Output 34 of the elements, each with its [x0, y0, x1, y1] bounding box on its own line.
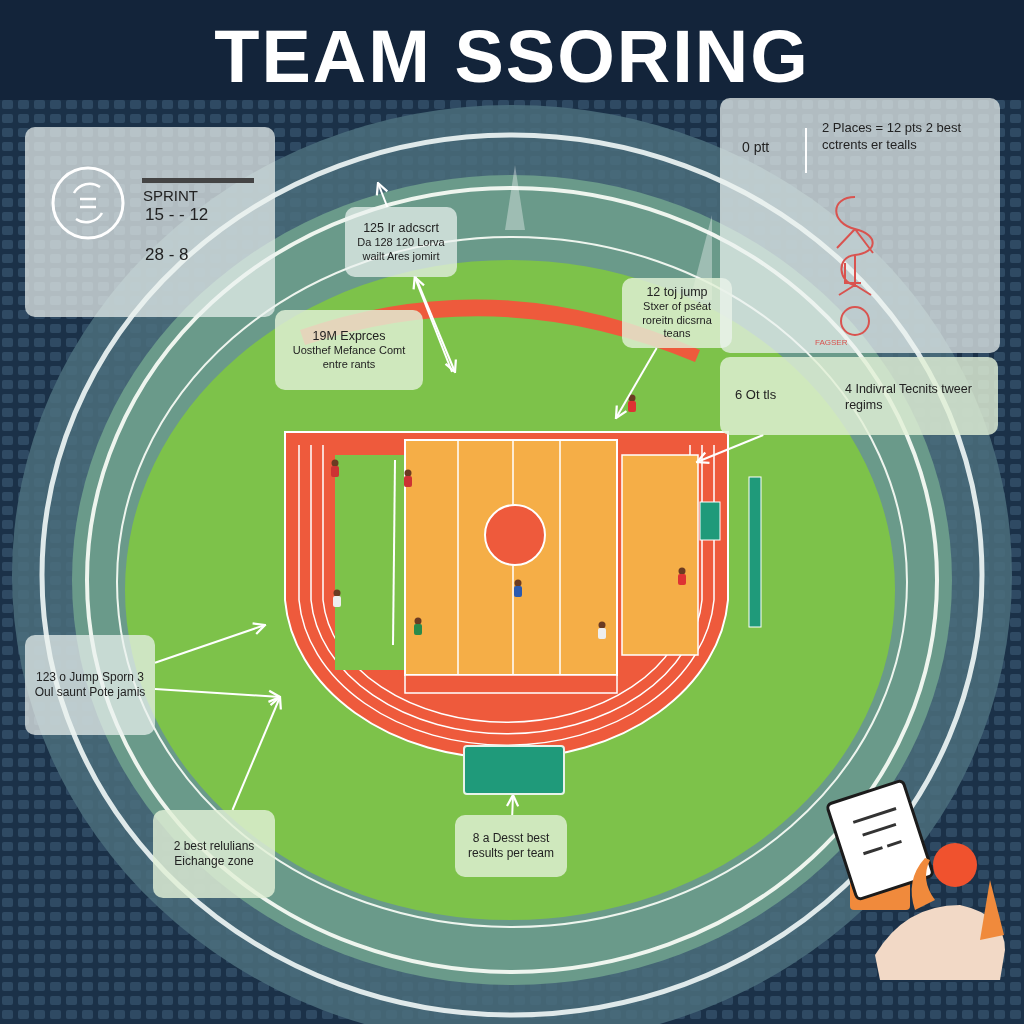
- event-name: SPRINT: [143, 187, 198, 204]
- callout-text: 2 best relulians Eichange zone: [172, 839, 256, 869]
- score-text: 28 - 8: [145, 245, 189, 265]
- score-text: 15 - - 12: [145, 205, 209, 225]
- callout-box: [455, 815, 567, 877]
- callout-box: [153, 810, 275, 898]
- callout-box: [720, 357, 998, 435]
- callout-box: [25, 635, 155, 735]
- arrow: [154, 622, 267, 664]
- scoreboard-panel: [25, 127, 275, 317]
- arrow: [375, 181, 389, 208]
- callout-text: 123 o Jump Sporn 3 Oul saunt Pote jamis: [33, 670, 147, 700]
- callout-text: Da 128 120 Lorva wailt Ares jomirt: [356, 235, 446, 264]
- callout-text: Stxer of pséat roreitn dicsrna teans: [641, 299, 713, 342]
- arrow: [695, 434, 765, 465]
- callout-text: 8 a Desst best results per team: [466, 831, 555, 861]
- callout-heading: 12 toj jump: [646, 284, 708, 300]
- callout-box: [720, 98, 1000, 353]
- points-text: 6 Ot tls: [735, 387, 778, 404]
- callout-box: [275, 310, 423, 390]
- title: TEAM SSORING: [213, 14, 811, 99]
- marker-box: [463, 745, 565, 795]
- figure-caption: FAGSER: [815, 338, 849, 349]
- callout-heading: 19M Exprces: [312, 328, 386, 344]
- arrow: [614, 347, 658, 420]
- rule-text: 2 Places = 12 pts 2 best cctrents er tealls: [822, 120, 963, 154]
- arrow: [231, 695, 282, 811]
- callout-box: [345, 207, 457, 277]
- points-text: 0 ptt: [742, 138, 771, 157]
- rule-text: 4 Indivral Tecnits tweer regims: [845, 381, 973, 414]
- arrow: [505, 793, 520, 816]
- callout-heading: 125 Ir adcscrt: [363, 220, 439, 236]
- callout-text: Uosthef Mefance Comt entre rants: [291, 343, 407, 372]
- arrow: [154, 688, 282, 703]
